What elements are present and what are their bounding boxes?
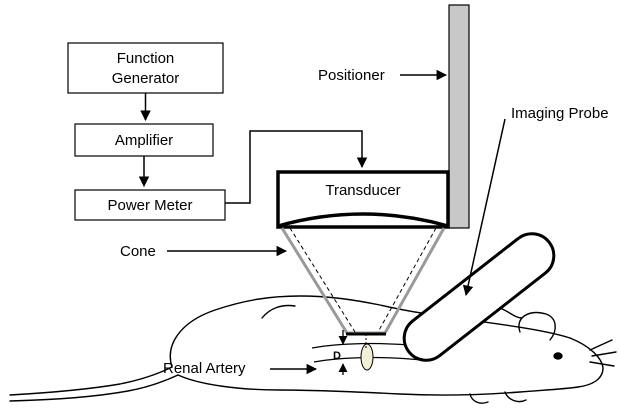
imaging-probe bbox=[402, 232, 556, 362]
renal-artery-label: Renal Artery bbox=[163, 360, 246, 377]
mouse-body bbox=[9, 295, 617, 404]
function-generator-block: Function Generator bbox=[67, 42, 224, 94]
transducer-label: Transducer bbox=[325, 182, 400, 199]
function-generator-label-line1: Function bbox=[117, 50, 175, 67]
distance-label: D bbox=[333, 350, 341, 362]
positioner-label: Positioner bbox=[318, 67, 385, 84]
amplifier-block: Amplifier bbox=[74, 123, 214, 157]
imaging-probe-label: Imaging Probe bbox=[511, 105, 609, 122]
power-meter-label: Power Meter bbox=[107, 197, 192, 214]
amplifier-label: Amplifier bbox=[115, 132, 173, 149]
distance-marker: D bbox=[333, 330, 348, 375]
cone-label: Cone bbox=[120, 243, 156, 260]
focal-zone bbox=[360, 343, 374, 371]
positioner-rod bbox=[448, 4, 470, 229]
function-generator-label-line2: Generator bbox=[112, 70, 180, 87]
imaging-probe-arrow bbox=[462, 118, 506, 297]
transducer: Transducer bbox=[276, 170, 450, 229]
power-meter-to-transducer-cable bbox=[225, 130, 368, 204]
power-meter-block: Power Meter bbox=[74, 189, 226, 221]
